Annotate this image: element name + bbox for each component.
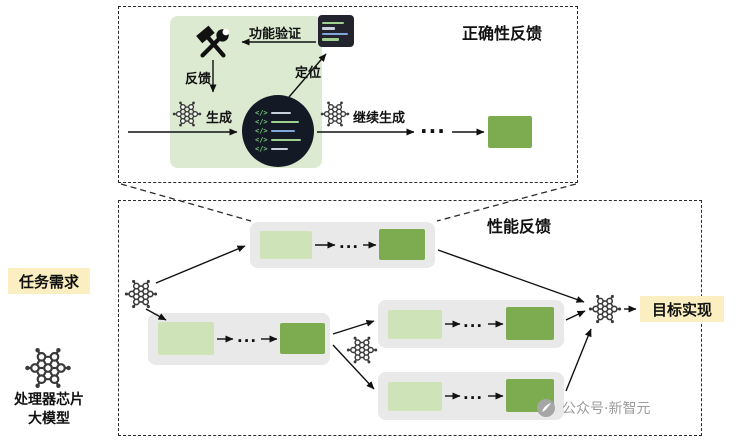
arrow-branch2-to-branch3 — [332, 319, 375, 335]
arrow-task-to-branch1 — [155, 245, 246, 284]
correctness-feedback-box — [118, 6, 578, 183]
code-glyph: </> — [255, 136, 268, 144]
model-caption: 处理器芯片 大模型 — [4, 391, 94, 429]
arrow-branch3-to-merge — [565, 310, 586, 321]
gen-block-start — [158, 322, 214, 355]
gen-block-start — [260, 231, 312, 259]
feedback-label: 反馈 — [185, 72, 212, 87]
arrow-branch1-to-merge — [437, 249, 585, 303]
ellipsis: ... — [339, 234, 360, 252]
code-glyph: </> — [255, 109, 268, 117]
code-glyph: </> — [255, 127, 268, 135]
wechat-account-logo-icon — [537, 399, 555, 417]
final-code-block — [488, 116, 532, 148]
processor-chip-llm-icon — [24, 346, 72, 390]
watermark-text: 公众号·新智元 — [562, 401, 651, 417]
gen-block-final — [506, 307, 554, 340]
ellipsis: ... — [237, 328, 258, 346]
model-caption-line1: 处理器芯片 — [14, 392, 84, 408]
arrow-locate — [288, 53, 327, 98]
code-glyph: </> — [255, 118, 268, 126]
arrow-branch4-to-merge — [565, 328, 592, 392]
model-caption-line2: 大模型 — [28, 411, 70, 427]
llm-model-icon — [320, 100, 350, 128]
code-sphere-icon: </> </> </> </> </> — [242, 95, 314, 167]
ellipsis: ... — [463, 385, 484, 403]
llm-model-icon — [588, 294, 622, 324]
tools-hammer-wrench-icon — [196, 25, 230, 58]
performance-box-title: 性能反馈 — [487, 217, 552, 236]
ellipsis: ... — [420, 114, 446, 138]
llm-model-icon — [346, 335, 378, 365]
llm-model-icon — [124, 279, 158, 309]
functional-verification-label: 功能验证 — [249, 27, 302, 42]
ellipsis: ... — [463, 313, 484, 331]
gen-block-final — [280, 323, 325, 354]
arrow-task-to-branch2 — [145, 308, 167, 321]
locate-label: 定位 — [295, 66, 322, 81]
correctness-box-title: 正确性反馈 — [462, 24, 543, 43]
watermark: 公众号·新智元 — [536, 398, 650, 418]
code-file-icon — [318, 15, 354, 47]
gen-block-final — [379, 229, 425, 260]
goal-achieved-label: 目标实现 — [640, 296, 724, 322]
gen-block-start — [388, 382, 442, 411]
gen-block-start — [388, 310, 442, 339]
zoom-callout-line-right — [436, 183, 577, 222]
zoom-callout-line-left — [120, 183, 252, 222]
generate-label: 生成 — [206, 111, 233, 126]
task-requirement-label: 任务需求 — [8, 268, 90, 294]
code-glyph: </> — [255, 145, 268, 153]
arrow-branch2-to-branch4 — [332, 344, 375, 390]
llm-model-icon — [172, 100, 202, 128]
continue-generate-label: 继续生成 — [353, 111, 406, 126]
